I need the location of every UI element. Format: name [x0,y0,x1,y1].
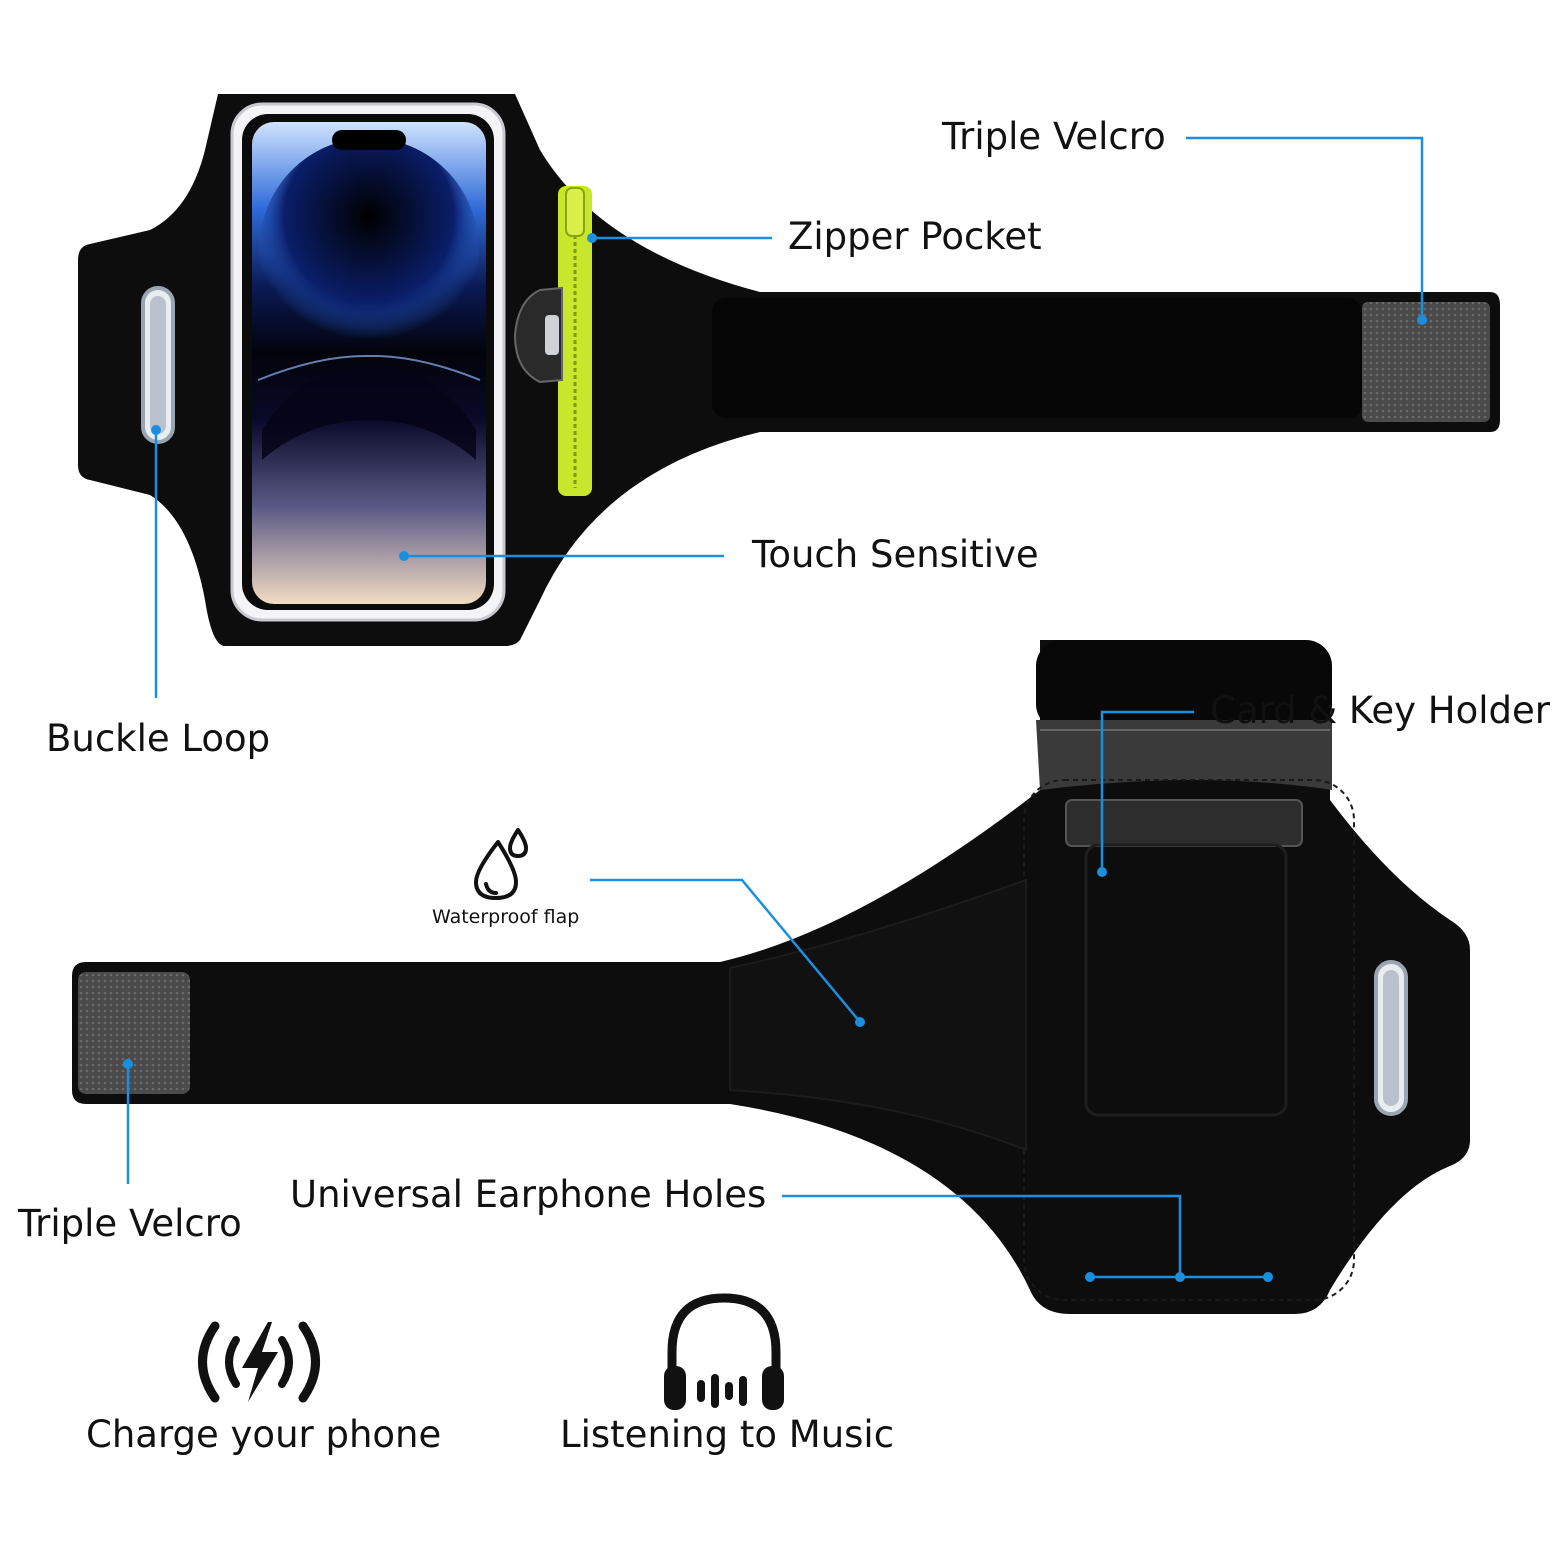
headphones-icon [664,1293,784,1410]
top-key [513,286,563,384]
callout-card-key-holder [1100,710,1194,872]
label-buckle-loop: Buckle Loop [46,717,271,760]
top-velcro-patch [1362,302,1490,422]
label-zipper-pocket: Zipper Pocket [788,215,1042,258]
water-drop-icon [474,828,528,900]
label-triple-velcro-top: Triple Velcro [942,115,1166,158]
callout-waterproof-flap [590,878,861,1023]
top-armband [78,94,1500,646]
label-charge-your-phone: Charge your phone [86,1413,442,1456]
label-listening-to-music: Listening to Music [560,1413,895,1456]
bottom-armband [72,640,1470,1314]
label-triple-velcro-bottom: Triple Velcro [18,1202,242,1245]
label-waterproof-flap: Waterproof flap [432,906,580,928]
label-universal-earphone-holes: Universal Earphone Holes [290,1173,767,1216]
callout-triple-velcro-top [1186,136,1424,320]
label-card-key-holder: Card & Key Holder [1210,689,1550,732]
callout-dots [123,233,1427,1282]
top-phone-island [332,130,406,150]
bottom-flap [1036,640,1332,730]
top-strap-panel [712,298,1362,418]
label-touch-sensitive: Touch Sensitive [752,533,1039,576]
callout-earphone-holes [782,1194,1182,1276]
wireless-charge-icon [198,1321,320,1403]
bottom-velcro-patch [78,972,190,1094]
